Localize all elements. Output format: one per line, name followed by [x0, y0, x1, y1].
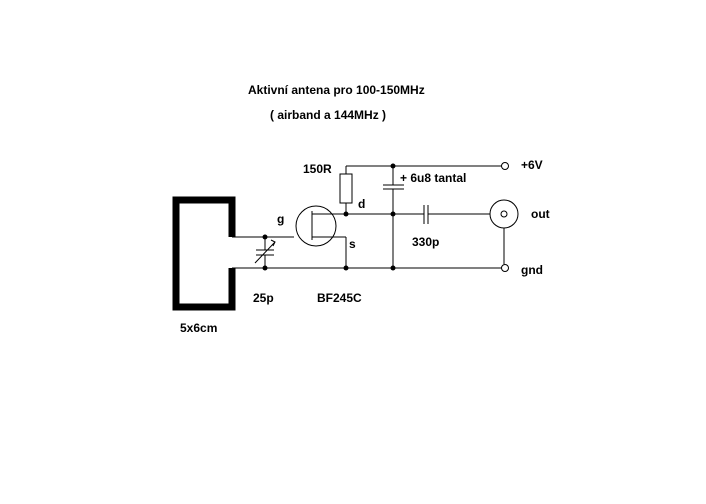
junction-dot [343, 265, 349, 271]
resistor-150r [339, 166, 353, 214]
coax-connector [489, 199, 519, 229]
junction-dot [262, 265, 268, 271]
diagram-subtitle: ( airband a 144MHz ) [270, 108, 386, 122]
tantal-capacitor [383, 166, 404, 268]
junction-dot [390, 163, 396, 169]
trimmer-capacitor [254, 237, 276, 268]
gate-label: g [277, 212, 284, 226]
supply-label: +6V [521, 158, 543, 172]
output-label: out [531, 207, 550, 221]
junction-dot [390, 265, 396, 271]
loop-antenna [172, 196, 236, 311]
source-label: s [349, 237, 356, 251]
supply-terminal [501, 162, 509, 170]
coupling-capacitor-label: 330p [412, 235, 439, 249]
loop-size-label: 5x6cm [180, 321, 217, 335]
ground-label: gnd [521, 263, 543, 277]
transistor-label: BF245C [317, 291, 362, 305]
diagram-title: Aktivní antena pro 100-150MHz [248, 83, 425, 97]
tantal-capacitor-label: + 6u8 tantal [400, 171, 466, 185]
ground-terminal [501, 264, 509, 272]
resistor-label: 150R [303, 162, 332, 176]
junction-dot [390, 211, 396, 217]
trimmer-label: 25p [253, 291, 274, 305]
junction-dot [343, 211, 349, 217]
junction-dot [262, 234, 268, 240]
jfet-transistor [295, 205, 346, 247]
coupling-capacitor [423, 205, 429, 224]
drain-label: d [358, 197, 365, 211]
